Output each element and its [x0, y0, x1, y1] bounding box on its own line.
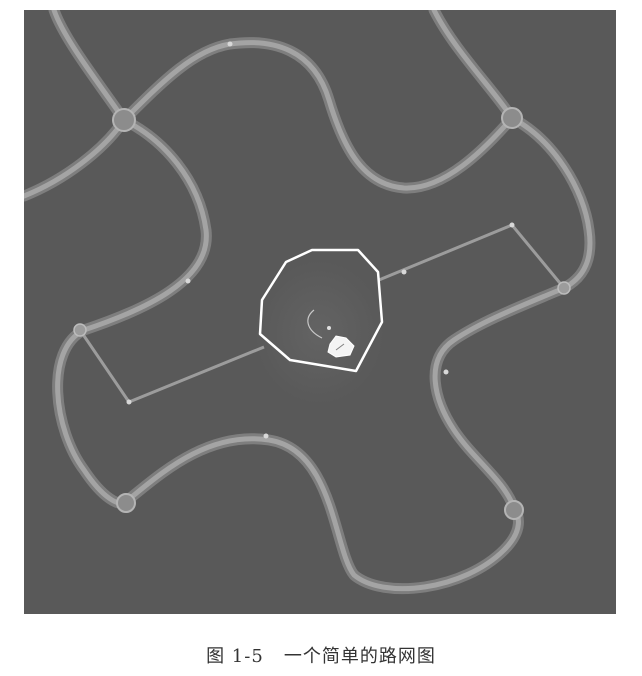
- junction-node: [112, 108, 136, 132]
- hub-glow: [254, 260, 384, 405]
- waypoint-marker: [185, 278, 191, 284]
- junction-node: [557, 281, 571, 295]
- road-right-arm: [429, 112, 596, 514]
- connector-east: [378, 223, 566, 289]
- waypoint-marker: [509, 222, 515, 228]
- road-core-group: [24, 10, 593, 592]
- connector-west: [78, 329, 265, 404]
- vehicle-icon[interactable]: [307, 309, 355, 358]
- waypoint-marker: [263, 433, 269, 439]
- junction-node: [501, 107, 523, 129]
- junction-group: [73, 107, 571, 520]
- junction-node: [504, 500, 524, 520]
- waypoint-marker: [443, 369, 449, 375]
- waypoint-marker: [227, 41, 233, 47]
- junction-node: [73, 323, 87, 337]
- waypoint-marker: [401, 269, 407, 275]
- selection-octagon[interactable]: [258, 248, 384, 373]
- road-network-canvas: [24, 10, 596, 595]
- waypoint-marker: [126, 399, 132, 405]
- waypoint-group: [126, 41, 515, 439]
- figure-caption: 图 1-5 一个简单的路网图: [206, 646, 436, 667]
- junction-node: [116, 493, 136, 513]
- road-network-viewport: [24, 10, 616, 614]
